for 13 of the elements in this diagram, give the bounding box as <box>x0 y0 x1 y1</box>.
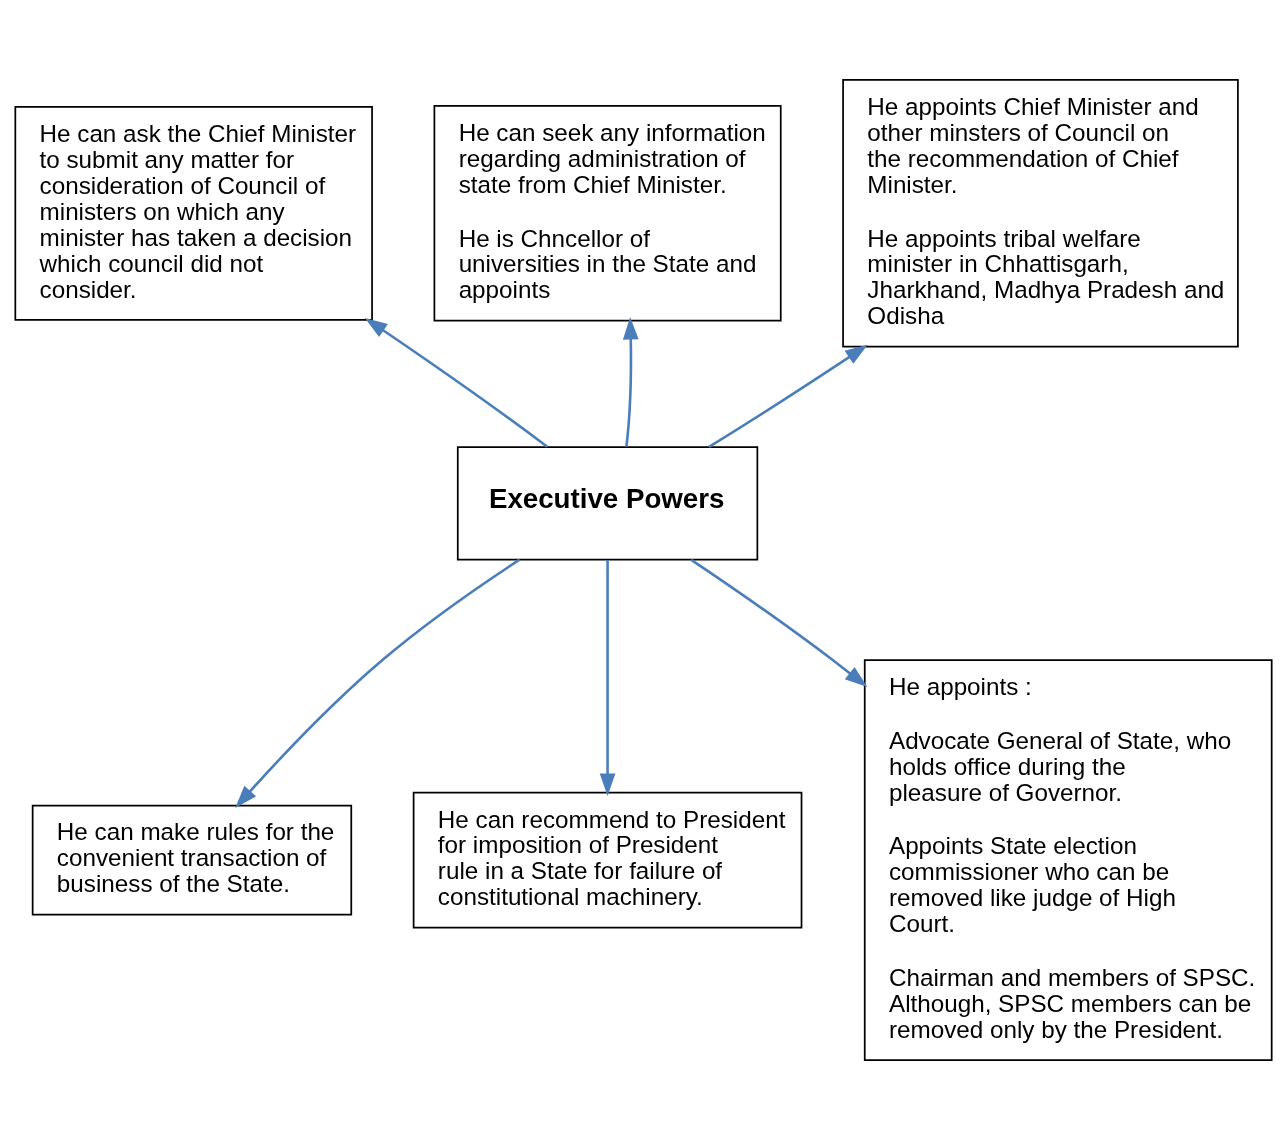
node-box: He appoints : Advocate General of State, who holds office during the pleasure of Governor. Appoints State election commissioner who can be removed like judge of High Court. Chairman and members of SPSC. Although, SPSC members can be removed only by the President. <box>863 658 1273 1061</box>
node-box: He appoints Chief Minister and other minsters of Council on the recommendation of Chief Minister. He appoints tribal welfare minister in Chhattisgarh, Jharkhand, Madhya Pradesh and Odisha <box>842 78 1239 347</box>
node-box: He can recommend to President for imposition of President rule in a State for failure of constitutional machinery. <box>412 791 803 928</box>
arrow <box>364 317 549 448</box>
node-box: He can make rules for the convenient transaction of business of the State. <box>31 804 353 915</box>
arrow <box>622 316 639 447</box>
node-box: Executive Powers <box>456 445 759 560</box>
node-box: He can ask the Chief Minister to submit any matter for consideration of Council of ministers on which any minister has taken a decision which council did not consider. <box>14 105 373 321</box>
arrow <box>690 558 868 687</box>
arrow <box>708 344 868 448</box>
arrow <box>235 558 521 808</box>
arrow <box>599 559 616 796</box>
node-box: He can seek any information regarding administration of state from Chief Minister. He is Chncellor of universities in the State and appoints <box>433 104 782 321</box>
